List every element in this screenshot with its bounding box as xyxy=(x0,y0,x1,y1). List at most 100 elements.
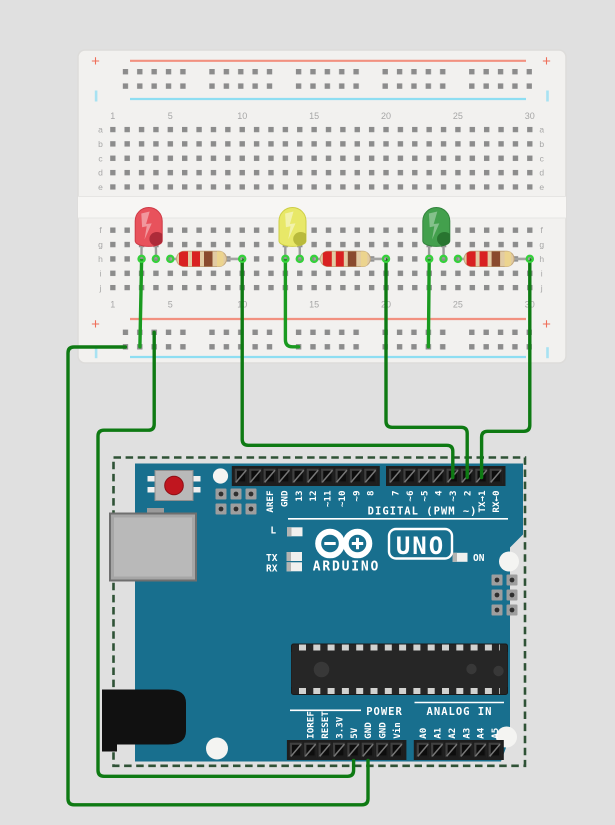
row-letters-a-e: a b c d e a b c d e xyxy=(98,125,544,193)
svg-text:g: g xyxy=(539,240,544,250)
svg-text:25: 25 xyxy=(453,111,463,121)
digital-header-right[interactable] xyxy=(386,466,506,486)
svg-text:~11: ~11 xyxy=(323,490,334,507)
svg-text:j: j xyxy=(99,283,102,293)
svg-text:d: d xyxy=(539,168,544,178)
reset-button[interactable] xyxy=(147,470,201,501)
svg-text:Vin: Vin xyxy=(392,722,403,739)
wire-gnd-to-negative-rail[interactable] xyxy=(66,345,370,807)
led-on xyxy=(452,552,468,562)
wire-pin1-to-green-resistor[interactable] xyxy=(479,258,532,480)
svg-text:b: b xyxy=(539,139,544,149)
bottom-rail-holes-row1[interactable] xyxy=(122,329,532,335)
wire-red-led-cathode[interactable] xyxy=(138,258,144,349)
svg-text:e: e xyxy=(539,182,544,192)
negative-rail-tick xyxy=(546,90,549,102)
power-pin-labels: IOREF RESET 3.3V 5V GND GND Vin xyxy=(306,711,403,739)
svg-text:~9: ~9 xyxy=(351,491,362,502)
svg-text:15: 15 xyxy=(309,300,319,310)
svg-text:RESET: RESET xyxy=(320,711,331,739)
top-rail-holes-row1[interactable] xyxy=(122,69,532,75)
svg-text:g: g xyxy=(98,240,103,250)
analog-caption: ANALOG IN xyxy=(427,706,493,718)
wire-pin3-to-red-resistor[interactable] xyxy=(240,258,455,480)
svg-text:30: 30 xyxy=(525,111,535,121)
column-numbers-top: 1 5 10 15 20 25 30 xyxy=(110,111,535,121)
svg-text:5: 5 xyxy=(168,300,173,310)
svg-text:8: 8 xyxy=(366,491,377,497)
svg-text:~5: ~5 xyxy=(419,491,430,502)
breadboard[interactable]: + + + + 1 5 10 15 20 25 30 1 5 10 xyxy=(77,49,567,364)
svg-text:2: 2 xyxy=(462,491,473,497)
svg-text:13: 13 xyxy=(294,491,305,502)
selection-outline xyxy=(112,456,527,768)
digital-header-left[interactable] xyxy=(231,466,380,486)
svg-text:b: b xyxy=(98,139,103,149)
svg-text:a: a xyxy=(98,125,103,135)
svg-text:A0: A0 xyxy=(418,728,429,739)
yellow-led[interactable] xyxy=(278,207,308,259)
svg-text:A4: A4 xyxy=(476,727,487,739)
row-letters-f-j: f g h i j f g h i j xyxy=(98,225,544,293)
led-l xyxy=(287,527,303,537)
svg-text:7: 7 xyxy=(391,491,402,497)
digital-pin-labels: AREF GND 13 12 ~11 ~10 ~9 8 7 ~6 ~5 4 ~3… xyxy=(265,490,502,513)
icsp-header-main xyxy=(491,574,518,616)
mounting-hole xyxy=(212,468,229,484)
negative-rail-tick xyxy=(94,347,98,359)
svg-text:25: 25 xyxy=(453,300,463,310)
svg-text:RX←0: RX←0 xyxy=(491,490,502,512)
svg-text:IOREF: IOREF xyxy=(306,711,317,739)
svg-text:f: f xyxy=(99,225,102,235)
uno-text: UNO xyxy=(396,532,445,560)
svg-text:~6: ~6 xyxy=(405,490,416,502)
svg-text:c: c xyxy=(98,153,103,163)
negative-rail-tick xyxy=(546,347,549,359)
svg-text:5V: 5V xyxy=(349,727,360,739)
svg-text:h: h xyxy=(539,254,544,264)
wire-pin2-to-yellow-resistor[interactable] xyxy=(384,258,469,480)
atmega-chip xyxy=(291,643,508,695)
mounting-hole xyxy=(206,737,228,760)
led-tx-label: TX xyxy=(266,553,278,564)
green-led[interactable] xyxy=(422,207,452,259)
svg-text:15: 15 xyxy=(309,111,319,121)
power-caption: POWER xyxy=(366,706,403,718)
svg-text:d: d xyxy=(98,168,103,178)
arduino-uno[interactable]: AREF GND 13 12 ~11 ~10 ~9 8 7 ~6 ~5 4 ~3… xyxy=(102,456,527,768)
led-tx xyxy=(286,552,302,561)
bottom-rail-holes-row2[interactable] xyxy=(122,344,532,350)
svg-text:~3: ~3 xyxy=(448,491,459,502)
svg-text:i: i xyxy=(541,268,543,278)
terminal-highlights xyxy=(137,254,535,264)
red-led[interactable] xyxy=(134,207,164,259)
reset-button-cap[interactable] xyxy=(164,475,184,496)
svg-text:5: 5 xyxy=(168,111,173,121)
svg-text:A5: A5 xyxy=(490,728,501,739)
svg-text:20: 20 xyxy=(381,111,391,121)
wire-yellow-led-cathode[interactable] xyxy=(283,258,301,349)
wire-green-led-cathode[interactable] xyxy=(426,258,431,349)
svg-text:GND: GND xyxy=(378,722,389,739)
analog-header[interactable] xyxy=(413,740,504,760)
usb-connector xyxy=(109,508,197,582)
svg-text:A3: A3 xyxy=(461,728,472,739)
svg-text:c: c xyxy=(540,153,545,163)
icsp-header-usb xyxy=(215,488,257,515)
plus-sign: + xyxy=(91,53,100,70)
svg-text:j: j xyxy=(540,283,543,293)
led-rx xyxy=(286,562,302,572)
svg-text:12: 12 xyxy=(308,491,319,502)
top-rail-holes-row2[interactable] xyxy=(122,83,532,89)
hole-grid-rows-a-e[interactable] xyxy=(110,126,533,190)
svg-text:TX→1: TX→1 xyxy=(477,490,488,513)
digital-caption: DIGITAL (PWM ~) xyxy=(368,506,478,518)
wire-5v-to-positive-rail[interactable] xyxy=(96,330,356,778)
negative-rail-tick xyxy=(94,90,98,102)
led-rx-label: RX xyxy=(266,564,278,575)
svg-text:1: 1 xyxy=(110,111,115,121)
power-header[interactable] xyxy=(286,740,407,760)
svg-text:AREF: AREF xyxy=(265,491,276,513)
uno-badge xyxy=(387,527,454,560)
